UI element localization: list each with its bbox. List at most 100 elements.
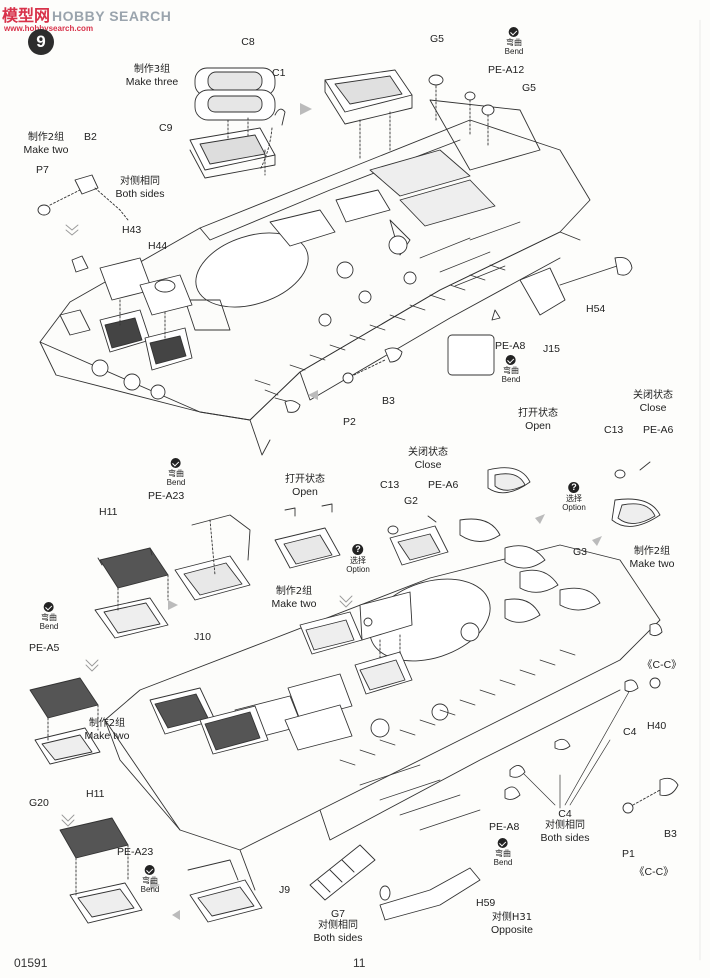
- note-make-three: 制作3组 Make three: [126, 64, 179, 88]
- watermark-en: HOBBY SEARCH: [52, 8, 172, 24]
- part-label-cc-lower: 《C-C》: [634, 866, 674, 878]
- bend-cn: 弯曲: [41, 613, 57, 622]
- make-two-en: Make two: [629, 558, 675, 570]
- part-label-j9: J9: [279, 884, 291, 896]
- part-label-g2: G2: [404, 495, 419, 507]
- part-label-c4-lower: C4: [558, 808, 572, 820]
- option-note-mid: ? 选择 Option: [346, 544, 370, 574]
- part-label-h59: H59: [476, 897, 496, 909]
- bend-icon: [171, 458, 181, 468]
- bend-note-pe-a23-lower: 弯曲 Bend: [140, 865, 160, 894]
- part-label-j10: J10: [194, 631, 211, 643]
- part-label-c13-mid: C13: [380, 479, 400, 491]
- note-make-two-left: 制作2组 Make two: [85, 718, 130, 742]
- note-opposite: 对侧H31 Opposite: [491, 912, 533, 936]
- lower-parts-left: [29, 461, 679, 924]
- page-number: 11: [353, 956, 366, 970]
- part-label-c4-right: C4: [623, 726, 637, 738]
- part-label-g5-top: G5: [430, 33, 445, 45]
- upper-hull: [39, 99, 591, 456]
- open-cn: 打开状态: [518, 408, 558, 419]
- option-cn: 选择: [349, 556, 366, 565]
- note-make-two-upper: 制作2组 Make two: [24, 132, 69, 156]
- part-label-cc-right: 《C-C》: [642, 659, 682, 671]
- note-both-sides-en: Both sides: [115, 188, 165, 200]
- close-en: Close: [639, 402, 667, 414]
- product-code: 01591: [14, 956, 48, 970]
- make-two-en: Make two: [84, 730, 130, 742]
- part-label-h43: H43: [122, 224, 142, 236]
- note-close-mid: 关闭状态 Close: [408, 447, 448, 471]
- bend-cn: 弯曲: [495, 849, 511, 858]
- both-sides-en: Both sides: [313, 932, 363, 944]
- part-label-g7: G7: [330, 908, 345, 920]
- opposite-en: Opposite: [490, 924, 534, 936]
- part-label-pe-a12: PE-A12: [488, 64, 525, 76]
- bend-cn: 弯曲: [503, 366, 519, 375]
- part-label-h11-mid: H11: [99, 506, 118, 518]
- part-label-h54: H54: [586, 303, 606, 315]
- opposite-cn: 对侧H31: [491, 912, 533, 923]
- part-label-p2: P2: [343, 416, 356, 428]
- option-icon: ?: [352, 544, 364, 555]
- both-sides-en: Both sides: [540, 832, 590, 844]
- note-open-right: 打开状态 Open: [518, 408, 558, 432]
- part-label-pe-a23-lower: PE-A23: [117, 846, 154, 858]
- option-icon: ?: [568, 482, 580, 493]
- part-label-b2: B2: [84, 131, 97, 143]
- make-two-cn: 制作2组: [275, 586, 313, 597]
- both-sides-cn: 对侧相同: [545, 820, 585, 831]
- part-label-b3-upper: B3: [382, 395, 395, 407]
- bend-icon: [498, 838, 508, 848]
- bend-icon: [506, 355, 516, 365]
- close-cn: 关闭状态: [633, 390, 673, 401]
- note-both-sides-cn: 对侧相同: [120, 176, 160, 187]
- part-label-pe-a23-mid: PE-A23: [148, 490, 185, 502]
- part-label-b3-lower: B3: [664, 828, 677, 840]
- option-cn: 选择: [565, 494, 582, 503]
- bend-cn: 弯曲: [168, 469, 184, 478]
- part-label-p7: P7: [36, 164, 49, 176]
- note-make-two-right: 制作2组 Make two: [630, 546, 675, 570]
- bend-icon: [509, 27, 519, 37]
- part-label-c9: C9: [159, 122, 173, 134]
- note-both-sides-upper: 对侧相同 Both sides: [115, 176, 164, 200]
- bend-en: Bend: [140, 885, 160, 894]
- watermark-cn: 模型网: [2, 6, 51, 25]
- part-label-pe-a8-lower: PE-A8: [489, 821, 520, 833]
- open-en: Open: [292, 486, 318, 498]
- part-label-c13-right: C13: [604, 424, 624, 436]
- part-label-g3: G3: [573, 546, 588, 558]
- bend-en: Bend: [504, 47, 524, 56]
- part-label-h44: H44: [148, 240, 168, 252]
- note-close-right: 关闭状态 Close: [633, 390, 673, 414]
- make-two-en: Make two: [271, 598, 317, 610]
- part-label-pe-a6-mid: PE-A6: [428, 479, 459, 491]
- note-make-two-mid: 制作2组 Make two: [272, 586, 317, 610]
- option-en: Option: [562, 503, 586, 512]
- part-label-pe-a8-upper: PE-A8: [495, 340, 526, 352]
- part-label-j15: J15: [543, 343, 560, 355]
- close-cn: 关闭状态: [408, 447, 448, 458]
- note-make-two-en: Make two: [23, 144, 69, 156]
- option-en: Option: [346, 565, 370, 574]
- bend-note-pe-a23: 弯曲 Bend: [166, 458, 186, 487]
- note-make-two-cn: 制作2组: [27, 132, 65, 143]
- bend-en: Bend: [501, 375, 521, 384]
- bend-icon: [44, 602, 54, 612]
- note-open-mid: 打开状态 Open: [285, 474, 325, 498]
- both-sides-cn: 对侧相同: [318, 920, 358, 931]
- bend-note-pe-a5: 弯曲 Bend: [40, 602, 58, 631]
- part-label-c1: C1: [272, 67, 286, 79]
- note-make-three-cn: 制作3组: [133, 64, 171, 75]
- bend-en: Bend: [166, 478, 186, 487]
- part-label-pe-a5: PE-A5: [29, 642, 60, 654]
- open-cn: 打开状态: [285, 474, 325, 485]
- note-c4-both-sides: C4 对侧相同 Both sides: [540, 808, 589, 844]
- step-number-badge: 9: [28, 29, 54, 55]
- part-label-g5: G5: [522, 82, 537, 94]
- watermark-url: www.hobbysearch.com: [4, 24, 94, 33]
